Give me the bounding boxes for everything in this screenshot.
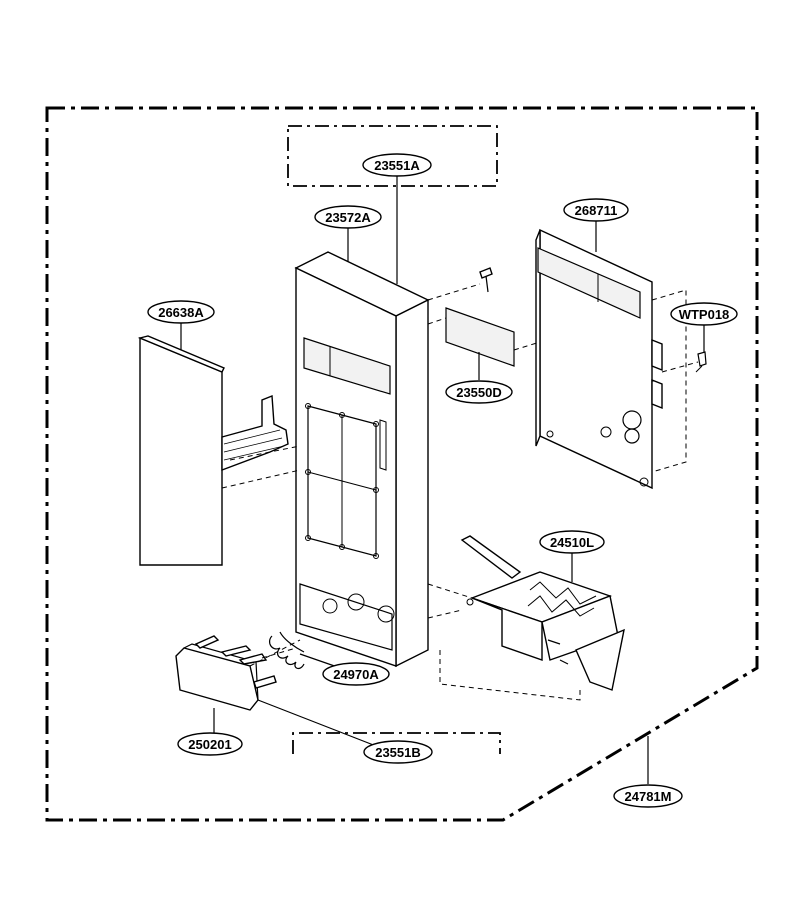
callout-268711: 268711: [563, 198, 629, 222]
leader-lines: [180, 176, 705, 784]
callout-label: 23550D: [456, 385, 502, 400]
part-membrane-panel: [137, 335, 289, 566]
callout-23572a: 23572A: [314, 205, 382, 229]
part-pcb-assembly: [535, 228, 663, 490]
part-spring: [268, 631, 305, 670]
part-screw-top: [479, 267, 493, 293]
callout-label: 268711: [575, 203, 618, 218]
callout-label: 24970A: [333, 667, 379, 682]
assembly-boundary: [45, 106, 759, 822]
group-box-top: [287, 125, 498, 187]
callout-label: 24781M: [625, 789, 672, 804]
part-latch-assembly: [460, 535, 625, 691]
callout-23551a: 23551A: [362, 153, 432, 177]
callout-label: WTP018: [679, 307, 730, 322]
callout-label: 250201: [188, 737, 231, 752]
callout-label: 26638A: [158, 305, 204, 320]
callout-wtp018: WTP018: [670, 302, 738, 326]
callout-23551b: 23551B: [363, 740, 433, 764]
part-screw-wtp: [695, 351, 707, 373]
callout-250201: 250201: [177, 732, 243, 756]
group-bracket-bottom: [292, 732, 501, 754]
alignment-lines: [221, 283, 699, 701]
callout-26638a: 26638A: [147, 300, 215, 324]
callout-24510l: 24510L: [539, 530, 605, 554]
callout-24970a: 24970A: [322, 662, 390, 686]
callout-label: 23572A: [325, 210, 371, 225]
part-display-window: [445, 307, 515, 367]
callout-label: 23551B: [375, 745, 421, 760]
callout-23550d: 23550D: [445, 380, 513, 404]
part-door-button: [175, 635, 277, 711]
callout-label: 24510L: [550, 535, 594, 550]
callout-label: 23551A: [374, 158, 420, 173]
callout-24781m: 24781M: [613, 784, 683, 808]
part-control-panel: [294, 251, 430, 668]
